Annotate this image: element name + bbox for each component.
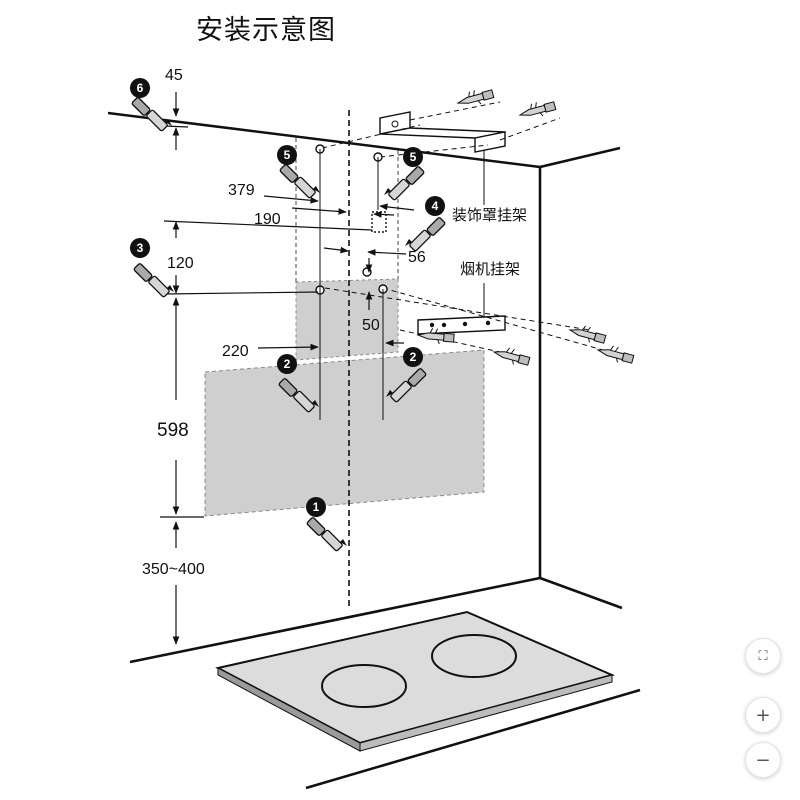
marker-2-right: 2 [410,350,417,364]
marker-1: 1 [313,500,320,514]
marker-5-right: 5 [410,150,417,164]
hood-bracket-label: 烟机挂架 [460,260,520,278]
plus-icon: + [755,704,771,726]
decor-bracket [321,101,561,205]
marker-6: 6 [137,81,144,95]
dim-350-400: 350~400 [142,561,205,578]
hood-bracket [324,283,611,353]
marker-3: 3 [137,241,144,255]
hood-body-shading [204,138,485,517]
dim-45: 45 [165,67,183,84]
fit-screen-icon: ⛶ [758,648,768,664]
fit-screen-button[interactable]: ⛶ [745,638,781,674]
hole-points [315,144,388,295]
minus-icon: − [755,749,771,771]
dim-379: 379 [228,182,255,199]
dimension-lines [160,92,415,645]
dim-56: 56 [408,249,426,266]
diagram-title: 安装示意图 [196,15,336,46]
dim-190: 190 [254,211,281,228]
wall-lines [107,111,641,790]
dim-220: 220 [222,343,249,360]
cooktop [215,610,616,752]
dim-120: 120 [167,255,194,272]
marker-2-left: 2 [284,357,291,371]
marker-4: 4 [432,199,439,213]
dim-50: 50 [362,317,380,334]
step-markers: 6 5 5 4 3 2 2 1 [130,78,445,517]
marker-5-left: 5 [284,148,291,162]
dim-598: 598 [157,420,189,441]
decor-bracket-label: 装饰罩挂架 [452,206,527,224]
zoom-out-button[interactable]: − [745,742,781,778]
zoom-in-button[interactable]: + [745,697,781,733]
